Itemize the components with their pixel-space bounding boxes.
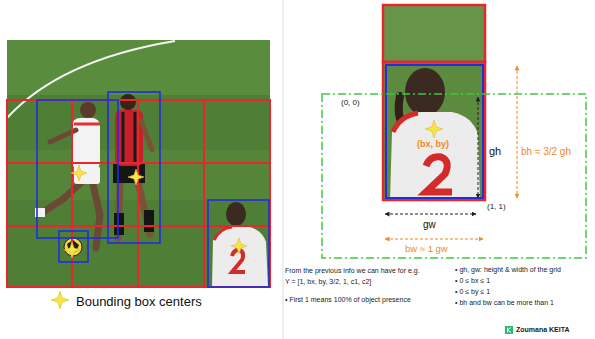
bullet-note: • 0 ≤ by ≤ 1 (455, 288, 490, 296)
bullet-note: • bh and bw can be more than 1 (455, 299, 554, 307)
gw-arrow (385, 214, 476, 215)
soccer-photo (7, 40, 270, 287)
zoomed-cell (383, 5, 485, 200)
gh-arrow (478, 97, 479, 198)
legend-star (51, 291, 69, 309)
coordinate-label: (0, 0) (341, 98, 360, 108)
separator (283, 0, 284, 339)
formula-text: Y = [1, bx, by, 3/2, 1, c1, c2] (285, 278, 371, 286)
center-label: (bx, by) (417, 139, 449, 150)
dimension-label: bw ≈ 1 gw (405, 243, 448, 254)
dimension-label: gh (489, 145, 501, 158)
bullet-note: • First 1 means 100% of object presence (285, 296, 411, 304)
note-text: From the previous info we can have for e… (285, 267, 420, 275)
bullet-note: • 0 ≤ bx ≤ 1 (455, 277, 490, 285)
grid-cell-outline (322, 94, 586, 258)
logo (505, 326, 513, 334)
legend-row: Bounding box centers (76, 292, 202, 310)
dimension-label: gw (423, 219, 436, 231)
dimension-label: bh ≈ 3/2 gh (521, 146, 571, 158)
logo-mark (508, 328, 512, 333)
bw-arrow (385, 239, 483, 240)
author-credit: Zoumana KEITA (516, 326, 570, 334)
coordinate-label: (1, 1) (487, 202, 506, 212)
bullet-note: • gh, gw: height & width of the grid (455, 266, 561, 274)
legend-text: Bounding box centers (76, 294, 202, 309)
bh-arrow (517, 66, 518, 198)
